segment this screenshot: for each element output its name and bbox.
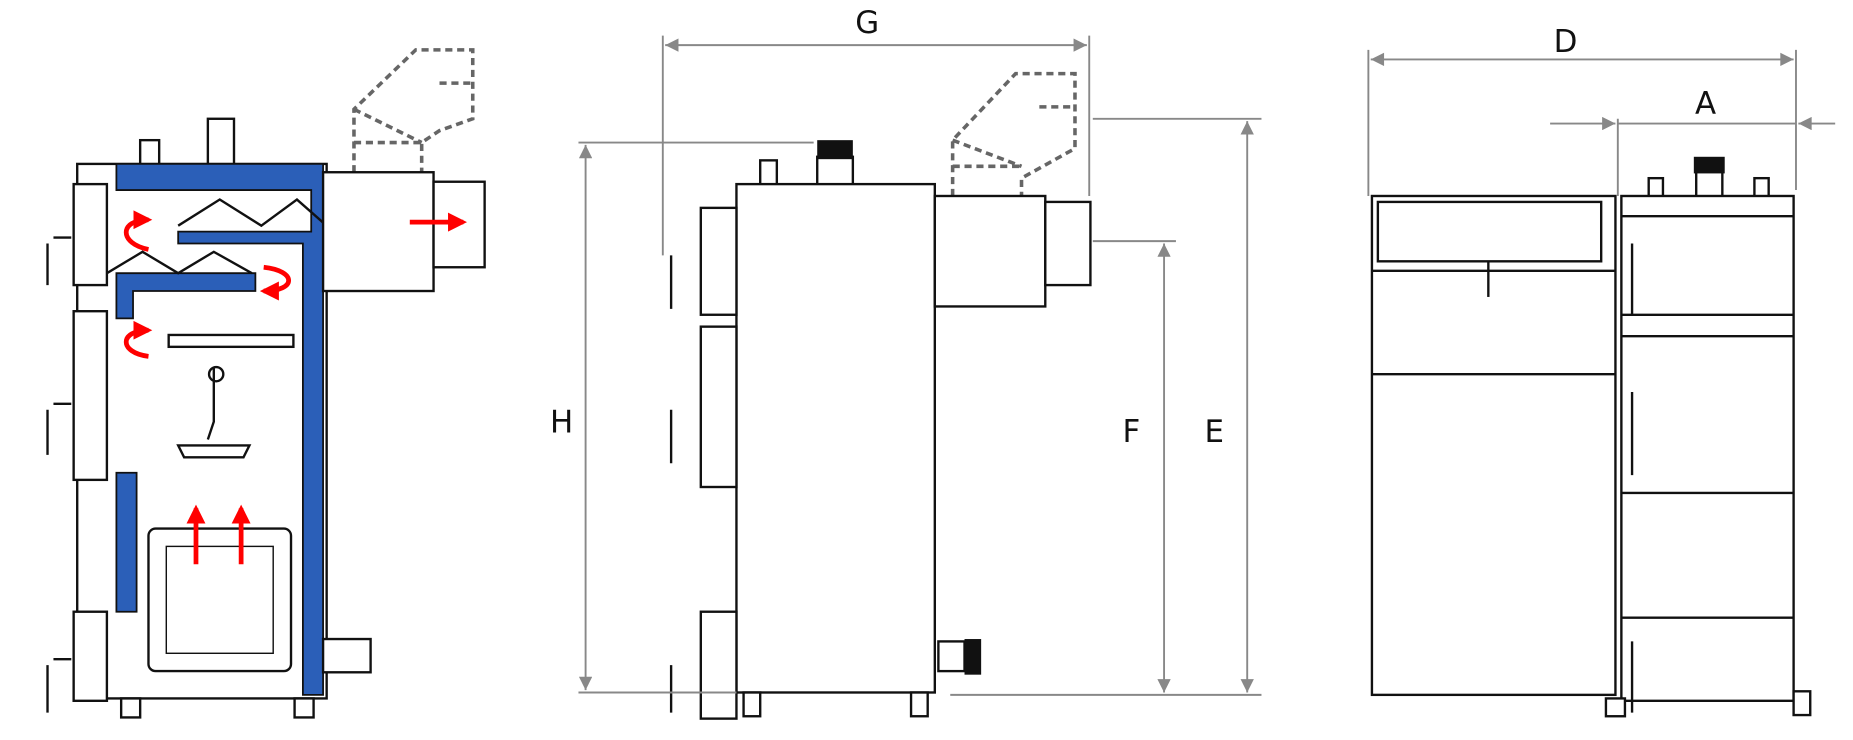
pipe-cap bbox=[964, 639, 982, 675]
dimension-f-label: F bbox=[1122, 414, 1140, 450]
flue-box bbox=[321, 171, 435, 293]
door-handles bbox=[46, 182, 109, 713]
dimension-h-label: H bbox=[550, 404, 573, 440]
top-pipe bbox=[816, 155, 855, 188]
flow-arrows bbox=[123, 210, 468, 565]
dimension-a-label: A bbox=[1695, 86, 1716, 122]
upper-door bbox=[699, 206, 738, 316]
flue-outlet bbox=[1044, 200, 1092, 287]
optional-flue-elbow bbox=[352, 48, 475, 173]
flue-box bbox=[933, 194, 1047, 308]
foot bbox=[909, 691, 929, 718]
side-panel bbox=[1620, 194, 1795, 702]
pipe-cap bbox=[817, 140, 853, 160]
front-view: D A bbox=[1367, 24, 1836, 718]
flue-outlet bbox=[432, 180, 486, 269]
ash-door bbox=[147, 527, 293, 673]
front-panel bbox=[1370, 194, 1617, 697]
flow-arrow-icon bbox=[123, 320, 153, 359]
foot bbox=[1792, 690, 1812, 717]
foot bbox=[742, 691, 762, 718]
foot bbox=[293, 697, 315, 719]
middle-door bbox=[699, 325, 738, 489]
dimension-d-label: D bbox=[1554, 24, 1578, 60]
boiler-body bbox=[735, 182, 937, 694]
small-pipe bbox=[759, 159, 779, 188]
optional-flue-elbow bbox=[950, 71, 1077, 196]
flow-arrow-icon bbox=[259, 264, 291, 301]
lower-door bbox=[72, 610, 109, 702]
middle-door bbox=[72, 310, 109, 482]
small-pipe bbox=[138, 138, 161, 168]
dimension-g-label: G bbox=[855, 5, 879, 41]
foot bbox=[119, 697, 142, 719]
flow-arrow-icon bbox=[123, 210, 153, 252]
handle-icon bbox=[46, 236, 72, 713]
pipe-cap bbox=[1693, 156, 1725, 174]
heat-exchanger-top bbox=[177, 198, 328, 228]
return-pipe bbox=[937, 640, 966, 673]
lever-ring bbox=[207, 365, 225, 383]
water-jacket bbox=[115, 163, 324, 696]
lower-door bbox=[699, 610, 738, 720]
top-pipe bbox=[206, 117, 236, 168]
foot bbox=[1604, 697, 1627, 718]
water-jacket-baffle bbox=[115, 272, 257, 320]
cross-section-view bbox=[46, 48, 486, 719]
dimension-e-label: E bbox=[1204, 414, 1224, 450]
heat-exchanger-bottom bbox=[106, 250, 253, 275]
ash-door-window bbox=[165, 545, 274, 655]
upper-door bbox=[72, 182, 109, 287]
water-jacket-front bbox=[115, 471, 138, 613]
return-pipe bbox=[321, 637, 372, 674]
side-view: G H F E bbox=[550, 5, 1262, 720]
top-lid bbox=[1376, 200, 1603, 263]
grate-lever bbox=[176, 368, 252, 459]
baffle-plate bbox=[167, 333, 295, 349]
